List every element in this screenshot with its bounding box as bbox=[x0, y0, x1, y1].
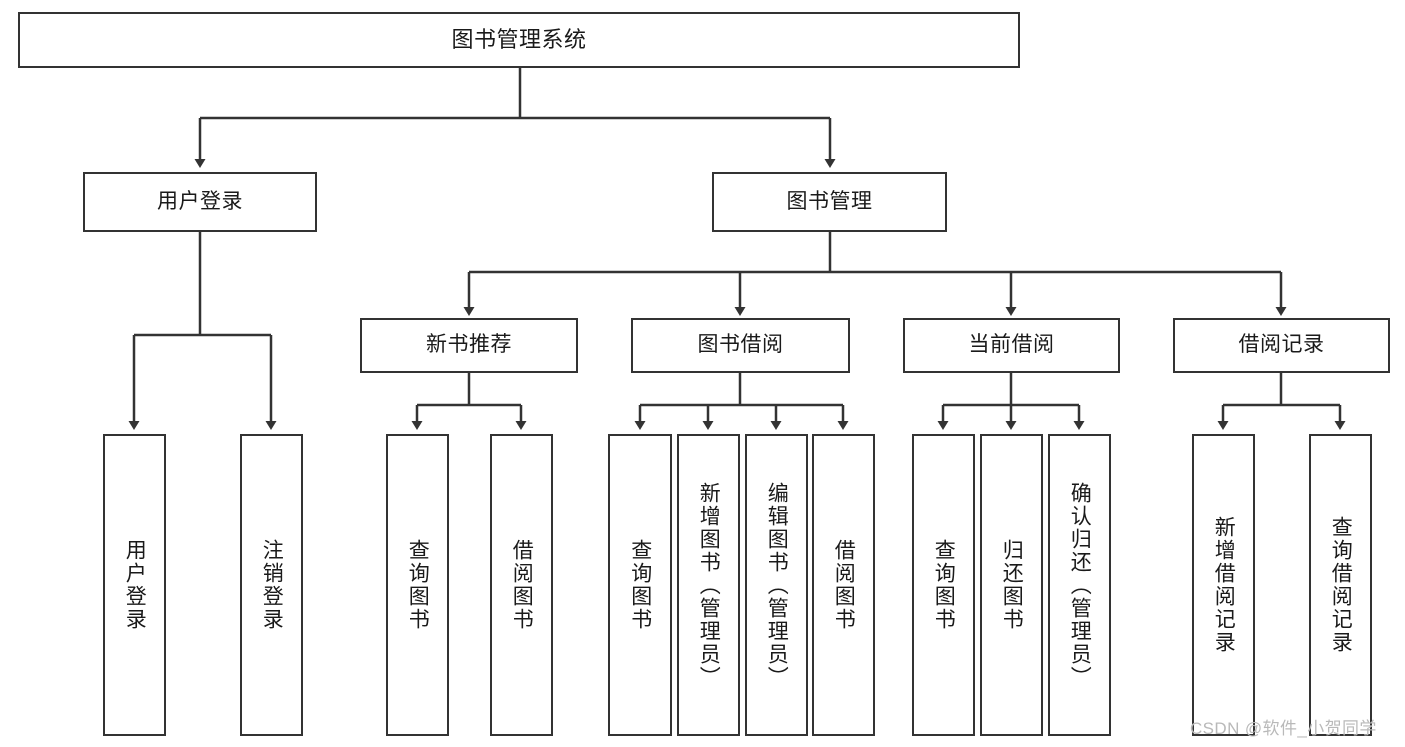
leaf-label: 归还图书 bbox=[1000, 539, 1024, 631]
leaf-label: 借阅图书 bbox=[510, 539, 534, 631]
node-current-borrow[interactable]: 当前借阅 bbox=[903, 318, 1120, 373]
leaf-new-book-borrow[interactable]: 借阅图书 bbox=[490, 434, 553, 736]
leaf-label: 查询借阅记录 bbox=[1329, 516, 1353, 654]
node-user-login[interactable]: 用户登录 bbox=[83, 172, 317, 232]
leaf-user-login-logout[interactable]: 注销登录 bbox=[240, 434, 303, 736]
leaf-label: 查询图书 bbox=[406, 539, 430, 631]
node-book-management[interactable]: 图书管理 bbox=[712, 172, 947, 232]
node-borrow-record[interactable]: 借阅记录 bbox=[1173, 318, 1390, 373]
leaf-label: 新增借阅记录 bbox=[1212, 516, 1236, 654]
leaf-label: 编辑图书（管理员） bbox=[765, 481, 789, 689]
leaf-borrow-add-book[interactable]: 新增图书（管理员） bbox=[677, 434, 740, 736]
leaf-label: 新增图书（管理员） bbox=[697, 481, 721, 689]
leaf-label: 用户登录 bbox=[123, 539, 147, 631]
leaf-record-query-record[interactable]: 查询借阅记录 bbox=[1309, 434, 1372, 736]
leaf-current-return-book[interactable]: 归还图书 bbox=[980, 434, 1043, 736]
csdn-watermark: CSDN @软件_小贺同学 bbox=[1190, 719, 1377, 738]
leaf-borrow-query-book[interactable]: 查询图书 bbox=[608, 434, 672, 736]
leaf-borrow-borrow-book[interactable]: 借阅图书 bbox=[812, 434, 875, 736]
leaf-label: 查询图书 bbox=[932, 539, 956, 631]
leaf-label: 借阅图书 bbox=[832, 539, 856, 631]
node-root-system[interactable]: 图书管理系统 bbox=[18, 12, 1020, 68]
leaf-borrow-edit-book[interactable]: 编辑图书（管理员） bbox=[745, 434, 808, 736]
leaf-new-book-query[interactable]: 查询图书 bbox=[386, 434, 449, 736]
leaf-current-confirm-return[interactable]: 确认归还（管理员） bbox=[1048, 434, 1111, 736]
leaf-label: 查询图书 bbox=[628, 539, 652, 631]
leaf-user-login-login[interactable]: 用户登录 bbox=[103, 434, 166, 736]
leaf-current-query-book[interactable]: 查询图书 bbox=[912, 434, 975, 736]
node-book-borrow[interactable]: 图书借阅 bbox=[631, 318, 850, 373]
leaf-record-add-record[interactable]: 新增借阅记录 bbox=[1192, 434, 1255, 736]
leaf-label: 确认归还（管理员） bbox=[1068, 481, 1092, 689]
node-new-book-recommend[interactable]: 新书推荐 bbox=[360, 318, 578, 373]
leaf-label: 注销登录 bbox=[260, 539, 284, 631]
